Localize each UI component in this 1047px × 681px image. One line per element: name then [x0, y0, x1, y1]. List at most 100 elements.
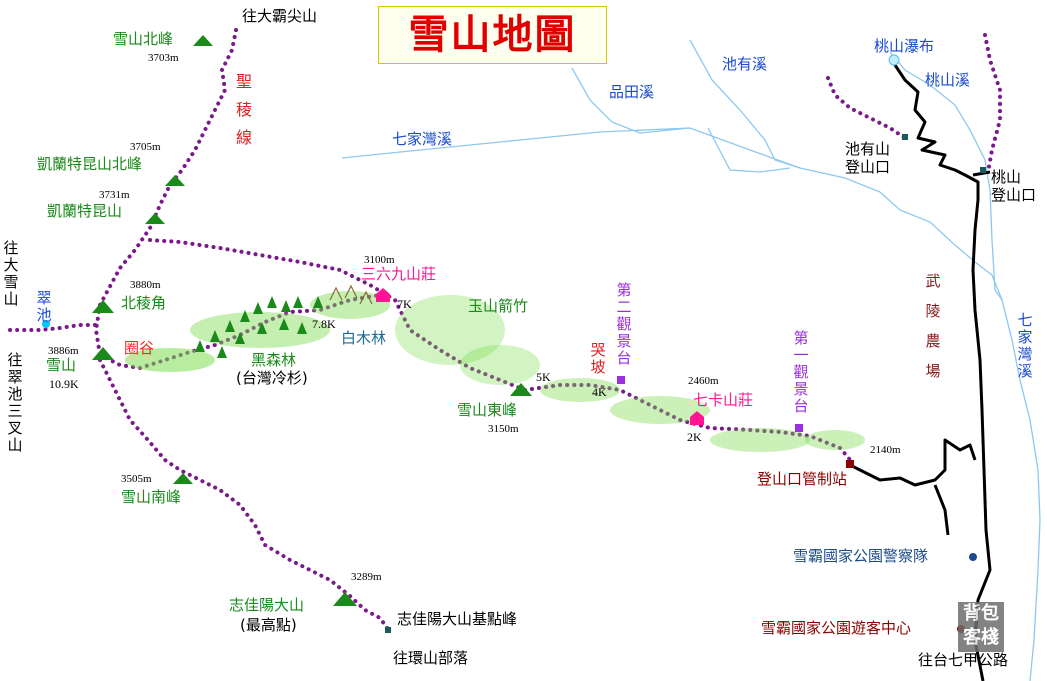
- river-taoshan-label: 桃山溪: [925, 71, 971, 89]
- peak-xueshan-east-mark: [510, 383, 532, 396]
- peak-xueshan-south-mark: [173, 473, 193, 484]
- viewpoint-first-label: 第一觀景台: [793, 329, 809, 415]
- taoshan-trailhead-mark: [980, 167, 986, 173]
- road-spur: [933, 484, 950, 536]
- rivers: [341, 39, 1041, 681]
- lodge-symbols: [376, 288, 704, 425]
- viewpoint-second-mark: [617, 376, 625, 384]
- road-branch: [849, 438, 977, 487]
- river-qijiawan-label-left: 七家灣溪: [392, 130, 453, 148]
- peak-xueshan-east-alt: 3150m: [488, 423, 519, 435]
- peak-kailante-alt: 3731m: [99, 189, 130, 201]
- peak-zhijiayang-sub: (最高點): [240, 616, 297, 634]
- peak-kailante-north-alt: 3705m: [130, 141, 161, 153]
- black-forest-label: 黑森林: [251, 351, 297, 369]
- trail-main: [148, 238, 854, 464]
- river-qijiawan: [341, 127, 1041, 681]
- lodge-qika-alt: 2460m: [688, 375, 719, 387]
- zhijiayang-base-mark: [385, 627, 391, 633]
- peak-xueshan-north-label: 雪山北峰: [113, 30, 174, 48]
- road-taoshan: [972, 170, 991, 177]
- yushan-bamboo-label: 玉山箭竹: [468, 297, 529, 315]
- peak-kailante-label: 凱蘭特昆山: [47, 202, 123, 220]
- zhijiayang-base-label: 志佳陽大山基點峰: [397, 610, 518, 628]
- peak-zhijiayang-alt: 3289m: [351, 571, 382, 583]
- peak-symbols: [92, 35, 532, 606]
- cuichi-label: 翠池: [36, 289, 52, 324]
- lodge-qika-mark: [690, 411, 704, 425]
- km-mark-7-8k: 7.8K: [312, 317, 336, 331]
- trail-cuichi: [8, 323, 98, 332]
- peak-kailante-north-label: 凱蘭特昆山北峰: [37, 155, 143, 173]
- peak-beilengjiao-mark: [92, 300, 114, 313]
- peak-zhijiayang-mark: [333, 592, 357, 606]
- watermark-stamp: 背包客棧: [958, 602, 1004, 652]
- direction-dabajian: 往大霸尖山: [242, 7, 318, 25]
- direction-taiqi: 往台七甲公路: [918, 651, 1009, 669]
- river-pintian: [571, 67, 691, 134]
- lodge-sanliujiu-km: 7K: [397, 297, 412, 311]
- viewpoint-second-label: 第二觀景台: [616, 281, 632, 367]
- trail-chiyou: [826, 76, 907, 140]
- black-forest-sub-label: (台灣冷杉): [236, 369, 308, 387]
- roads: [849, 64, 992, 681]
- peak-xueshan-north-mark: [193, 35, 213, 46]
- peak-kailante-north-mark: [165, 175, 185, 186]
- wuling-farm-label: 武陵農場: [925, 272, 941, 380]
- river-taoshan: [889, 51, 1003, 301]
- police-mark: [969, 553, 977, 561]
- lodge-sanliujiu-alt: 3100m: [364, 254, 395, 266]
- lodge-qika-km: 2K: [687, 430, 702, 444]
- viewpoint-first-mark: [795, 424, 803, 432]
- river-chiyou-label: 池有溪: [722, 55, 768, 73]
- peak-zhijiayang-label: 志佳陽大山: [229, 596, 305, 614]
- taoshan-fall-label: 桃山瀑布: [874, 37, 935, 55]
- cuichi-mark: [42, 320, 50, 328]
- direction-daxueshan: 往大雪山: [3, 239, 19, 308]
- holy-ridge-label: 聖稜線: [236, 72, 253, 147]
- taoshan-trailhead-label-1: 桃山: [991, 168, 1022, 186]
- trails: [8, 28, 1002, 634]
- dead-trees: [329, 284, 373, 305]
- taoshan-fall-mark: [888, 54, 900, 66]
- trail-quangu: [98, 293, 382, 371]
- direction-cuichi-sancha: 往翠池三叉山: [7, 351, 23, 454]
- river-qijiawan-label-right: 七家灣溪: [1017, 311, 1033, 380]
- quangu-label: 圈谷: [124, 339, 155, 357]
- conifer-trees: [195, 296, 323, 358]
- trailhead-station-label: 登山口管制站: [757, 470, 848, 488]
- river-pintian-label: 品田溪: [609, 83, 655, 101]
- chiyou-trailhead-label-2: 登山口: [845, 158, 891, 176]
- peak-kailante-mark: [145, 213, 165, 224]
- taoshan-trailhead-label-2: 登山口: [991, 186, 1037, 204]
- kupo-label: 哭坡: [590, 341, 606, 376]
- lodge-sanliujiu-label: 三六九山莊: [361, 265, 437, 283]
- map-title: 雪山地圖: [378, 6, 607, 64]
- trail-south: [98, 358, 392, 634]
- police-label: 雪霸國家公園警察隊: [793, 547, 929, 565]
- forest-patches: [125, 291, 865, 452]
- road-main: [893, 64, 992, 681]
- peak-beilengjiao-alt: 3880m: [130, 279, 161, 291]
- trail-taoshan: [983, 33, 1002, 174]
- peak-xueshan-mark: [92, 347, 114, 360]
- km-mark-5k: 5K: [536, 370, 551, 384]
- trail-holy-ridge: [93, 28, 238, 357]
- direction-huanshan: 往環山部落: [393, 649, 469, 667]
- peak-xueshan-south-alt: 3505m: [121, 473, 152, 485]
- peak-xueshan-km: 10.9K: [49, 377, 79, 391]
- lodge-sanliujiu-mark: [376, 288, 390, 302]
- river-chiyou-branch: [707, 127, 791, 173]
- visitor-center-label: 雪霸國家公園遊客中心: [761, 619, 912, 637]
- peak-xueshan-east-label: 雪山東峰: [457, 401, 518, 419]
- peak-xueshan-south-label: 雪山南峰: [121, 488, 182, 506]
- chiyou-trailhead-label-1: 池有山: [845, 140, 891, 158]
- lodge-qika-label: 七卡山莊: [693, 391, 754, 409]
- baimulin-label: 白木林: [341, 329, 387, 347]
- trailhead-station-mark: [846, 460, 854, 468]
- peak-xueshan-label: 雪山: [46, 356, 77, 374]
- peak-beilengjiao-label: 北稜角: [121, 294, 167, 312]
- river-chiyou: [689, 39, 801, 169]
